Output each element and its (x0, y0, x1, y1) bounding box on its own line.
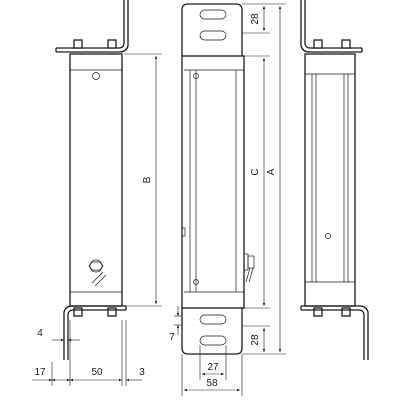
dimension-label-27: 27 (207, 362, 219, 373)
left-view (55, 0, 129, 360)
dimension-label-b: B (142, 176, 153, 183)
dimension-label-a: A (266, 168, 277, 175)
valve-fitting (88, 259, 107, 287)
dimension-label-bottom-28: 28 (250, 334, 261, 346)
dimension-label-3: 3 (139, 367, 145, 378)
dimension-label-17: 17 (34, 367, 46, 378)
dimension-label-58: 58 (206, 378, 218, 389)
dimension-lines (32, 3, 286, 396)
dimension-label-c: C (250, 168, 261, 175)
right-view (300, 0, 369, 360)
dimension-label-50: 50 (91, 367, 103, 378)
dimension-label-top-28: 28 (250, 13, 261, 25)
side-fitting (243, 253, 255, 283)
dimension-label-4: 4 (37, 328, 43, 339)
dimension-label-7: 7 (169, 332, 175, 343)
middle-view (181, 3, 255, 355)
